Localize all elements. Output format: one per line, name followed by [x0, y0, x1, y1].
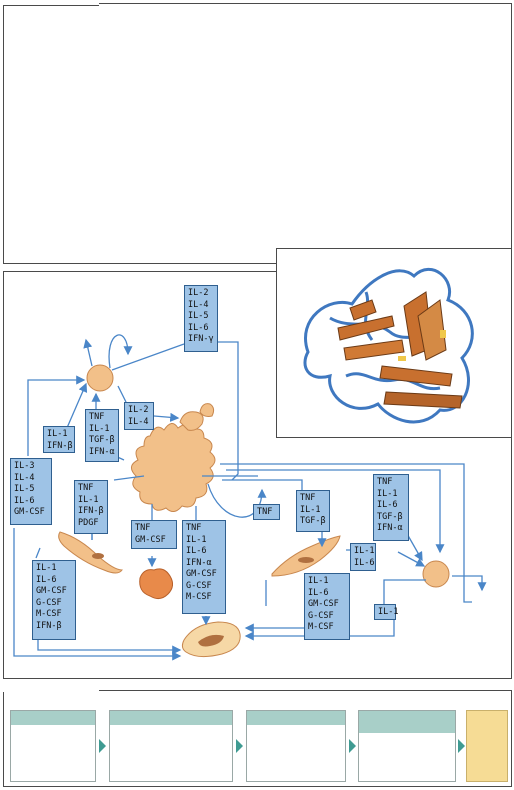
label: IL-2 [188, 288, 209, 298]
label: TGF-β [300, 516, 326, 526]
label: IFN-α [89, 446, 115, 457]
label: IL-6 [308, 587, 329, 598]
t-cell-right [422, 560, 450, 588]
cytokine-box-left-column: IL-3 IL-4 IL-5 IL-6 GM-CSF [10, 458, 52, 525]
label: IL-6 [14, 495, 35, 506]
chevron-right-icon [236, 739, 243, 753]
top-panel-tab [3, 0, 99, 6]
cytokine-box-tnf-il1-tgfb: TNF IL-1 TGF-β [296, 490, 330, 532]
label: G-CSF [36, 597, 62, 608]
granulocyte [139, 568, 174, 600]
cytokine-box-il1-il6: IL-1 IL-6 [350, 543, 376, 571]
flow-step-2 [109, 710, 233, 782]
cytokine-box-center-column: TNF IL-1 IL-6 IFN-α GM-CSF G-CSF M-CSF [182, 520, 226, 614]
cytokine-box-il1-ifnb: IL-1 IFN-β [43, 426, 75, 453]
flow-step-final [466, 710, 508, 782]
label: IL-5 [14, 484, 35, 494]
label: IFN-α [377, 523, 403, 533]
top-panel-frame [3, 3, 512, 264]
label: IFN-β [47, 440, 73, 451]
label: GM-CSF [135, 534, 166, 545]
label: IL-2 [128, 405, 149, 415]
flow-step-4 [358, 710, 456, 782]
label: IL-5 [188, 311, 209, 321]
cytokine-box-top: IL-2 IL-4 IL-5 IL-6 IFN-γ [184, 285, 218, 352]
label: TNF [186, 523, 202, 533]
cytokine-box-bottom-middle: IL-1 IL-6 GM-CSF G-CSF M-CSF [304, 573, 350, 640]
flow-panel-tab [3, 688, 99, 692]
label: IL-1 [354, 546, 375, 556]
label: IFN-α [186, 557, 212, 568]
cytokine-box-fibroblast-left: TNF IL-1 IFN-β PDGF [74, 480, 108, 534]
diagram-frame [3, 271, 512, 679]
label: TNF [135, 523, 151, 533]
label: IL-6 [36, 574, 57, 585]
label: TGF-β [377, 511, 403, 522]
label: TGF-β [89, 435, 115, 445]
cells [58, 364, 450, 658]
label: IL-1 [186, 534, 207, 545]
t-cell-top [86, 364, 114, 392]
label: IFN-β [36, 620, 62, 631]
flow-step-1 [10, 710, 96, 782]
fibroblast-right [271, 535, 341, 577]
macrophage-bleb-right [199, 403, 215, 417]
label: IL-4 [188, 299, 209, 310]
label: PDGF [78, 517, 99, 528]
cytokine-box-tnf-left: TNF IL-1 TGF-β IFN-α [85, 409, 119, 462]
label: M-CSF [36, 609, 62, 619]
flow-step-3-header [247, 711, 345, 725]
chevron-right-icon [99, 739, 106, 753]
label: IL-1 [308, 576, 329, 586]
label: IL-1 [378, 607, 399, 617]
label: IFN-β [78, 506, 104, 516]
label: GM-CSF [36, 586, 67, 596]
label: IL-6 [186, 546, 207, 556]
label: M-CSF [186, 592, 212, 602]
label: G-CSF [308, 610, 334, 621]
label: M-CSF [308, 622, 334, 632]
label: TNF [300, 493, 316, 503]
flow-step-2-header [110, 711, 232, 725]
cytokine-box-tnf-small: TNF [253, 504, 280, 520]
label: GM-CSF [308, 599, 339, 609]
label: IL-1 [377, 488, 398, 499]
label: IL-6 [188, 322, 209, 333]
label: IL-1 [47, 429, 68, 439]
fibroblast-left [58, 531, 123, 574]
label: IFN-γ [188, 334, 214, 344]
protein-ribbon-structure [303, 267, 474, 424]
flow-step-4-header [359, 711, 455, 733]
cytokine-box-il2-il4: IL-2 IL-4 [124, 402, 154, 430]
label: IL-1 [78, 494, 99, 505]
cytokine-box-bottom-left: IL-1 IL-6 GM-CSF G-CSF M-CSF IFN-β [32, 560, 76, 640]
label: IL-4 [128, 416, 149, 427]
cytokine-box-il1-bottom: IL-1 [374, 604, 399, 620]
label: GM-CSF [14, 507, 45, 517]
label: GM-CSF [186, 569, 217, 579]
flow-panel-frame [3, 690, 512, 787]
cytokine-box-tnf-right: TNF IL-1 IL-6 TGF-β IFN-α [373, 474, 409, 541]
label: TNF [89, 412, 105, 422]
label: TNF [377, 477, 393, 487]
label: G-CSF [186, 580, 212, 591]
label: IL-1 [89, 423, 110, 434]
flow-step-1-header [11, 711, 95, 725]
label: IL-1 [36, 563, 57, 573]
macrophage-bleb-left [179, 411, 204, 431]
label: IL-1 [300, 504, 321, 515]
cytokine-box-tnf-gmcsf: TNF GM-CSF [131, 520, 177, 549]
label: IL-3 [14, 461, 35, 471]
macrophage [131, 423, 216, 512]
flow-step-3 [246, 710, 346, 782]
label: TNF [257, 507, 273, 517]
label: TNF [78, 483, 94, 493]
label: IL-4 [14, 472, 35, 483]
label: IL-6 [377, 500, 398, 510]
chevron-right-icon [458, 739, 465, 753]
label: IL-6 [354, 557, 375, 568]
chevron-right-icon [349, 739, 356, 753]
